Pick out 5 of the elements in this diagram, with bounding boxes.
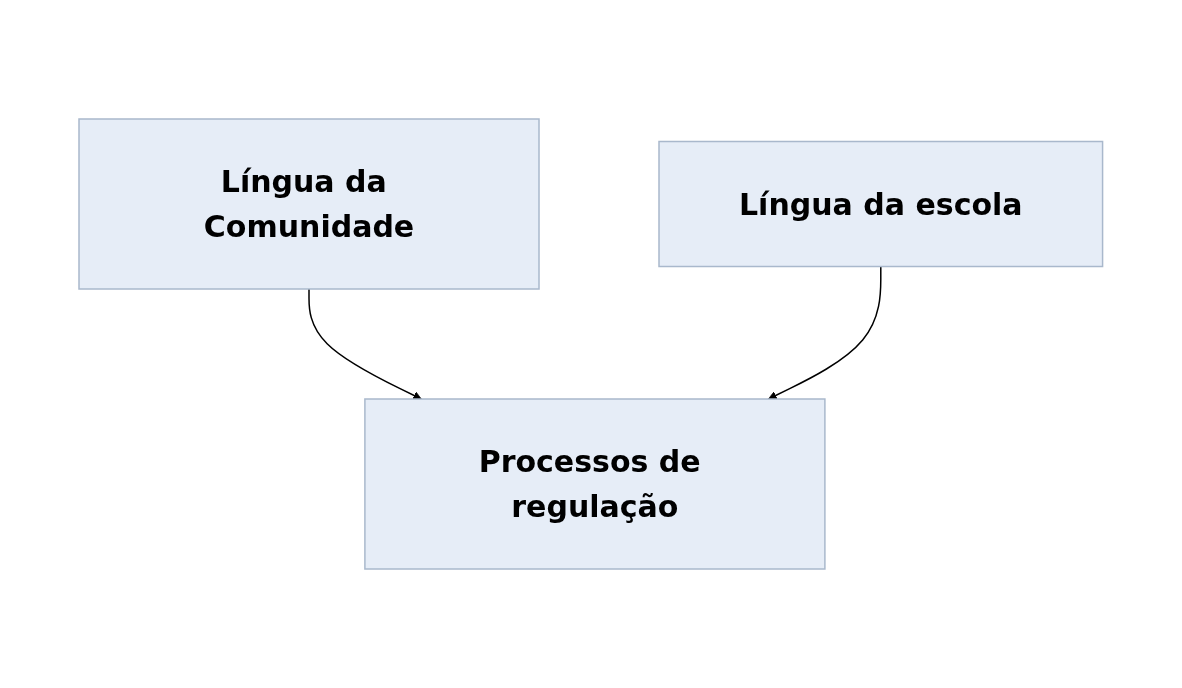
node-box: Língua da Comunidade [78, 118, 540, 290]
arrow [768, 265, 882, 400]
node-box: Processos de regulação [364, 398, 826, 570]
arrow [308, 288, 422, 400]
node-box: Língua da escola [658, 140, 1104, 268]
